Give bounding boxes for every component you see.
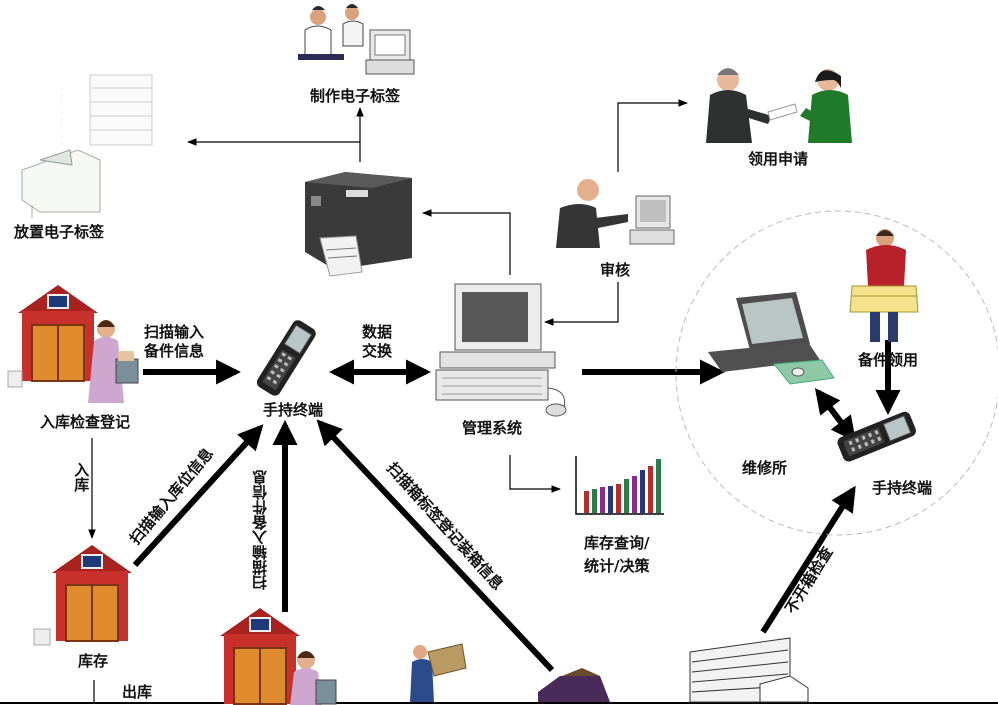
handover-people-icon (706, 68, 852, 143)
thick-connectors (132, 340, 901, 673)
arrow-mgmt-to-report (509, 455, 561, 493)
edge-data-1: 数据 (362, 323, 393, 341)
warehouse-bottom-icon (219, 607, 337, 705)
arrow-storage-to-handheld (132, 424, 264, 568)
handheld-terminal-1-icon (254, 317, 319, 399)
warehouse-storage-icon (33, 544, 133, 646)
reviewer-icon (556, 179, 675, 248)
edge-scan-input-2: 备件信息 (144, 342, 205, 360)
node-place-tag: 放置电子标签 (14, 223, 105, 241)
arrow-box-to-handheld (316, 419, 555, 673)
arrow-truck-to-handheld2 (760, 485, 856, 634)
node-inventory-query-1: 库存查询/ (584, 534, 650, 552)
edge-scan-parts: 扫描输入备件信息 (251, 470, 269, 590)
office-workers-icon (298, 4, 415, 75)
handheld-terminal-2-icon (835, 409, 919, 464)
node-review: 审核 (600, 261, 631, 279)
node-inbound-check: 入库检查登记 (40, 413, 131, 431)
node-handheld-2: 手持终端 (872, 479, 933, 497)
node-storage: 库存 (78, 652, 109, 670)
management-computer-icon (435, 283, 567, 417)
edge-inbound: 入库 (72, 462, 91, 492)
edge-scan-input-1: 扫描输入 (144, 323, 205, 341)
repair-laptop-icon (708, 292, 835, 385)
label-printer-icon (305, 172, 412, 277)
thin-connectors (0, 99, 998, 704)
node-inventory-query-2: 统计/决策 (584, 557, 650, 575)
edge-outbound: 出库 (122, 683, 153, 701)
arrow-laptop-handheld2 (814, 387, 857, 443)
repair-shop-zone (675, 210, 998, 536)
delivery-worker-icon (410, 643, 467, 702)
warehouse-inbound-icon (7, 284, 139, 403)
node-mgmt-system: 管理系统 (462, 419, 523, 437)
tag-shelf-icon (21, 74, 153, 218)
parts-carrier-icon (849, 229, 919, 342)
statistics-chart-icon (575, 456, 664, 515)
node-apply: 领用申请 (748, 150, 809, 168)
package-pile-icon (538, 668, 610, 702)
edge-data-2: 交换 (362, 342, 393, 360)
node-repair-shop: 维修所 (742, 459, 788, 477)
arrow-mgmt-to-printer (422, 209, 511, 275)
node-make-tag: 制作电子标签 (310, 87, 401, 105)
arrow-review-to-apply (617, 99, 688, 172)
node-parts-use: 备件领用 (858, 351, 919, 369)
node-handheld-1: 手持终端 (263, 401, 324, 419)
arrow-review-to-mgmt (544, 282, 619, 326)
delivery-truck-icon (689, 637, 809, 703)
